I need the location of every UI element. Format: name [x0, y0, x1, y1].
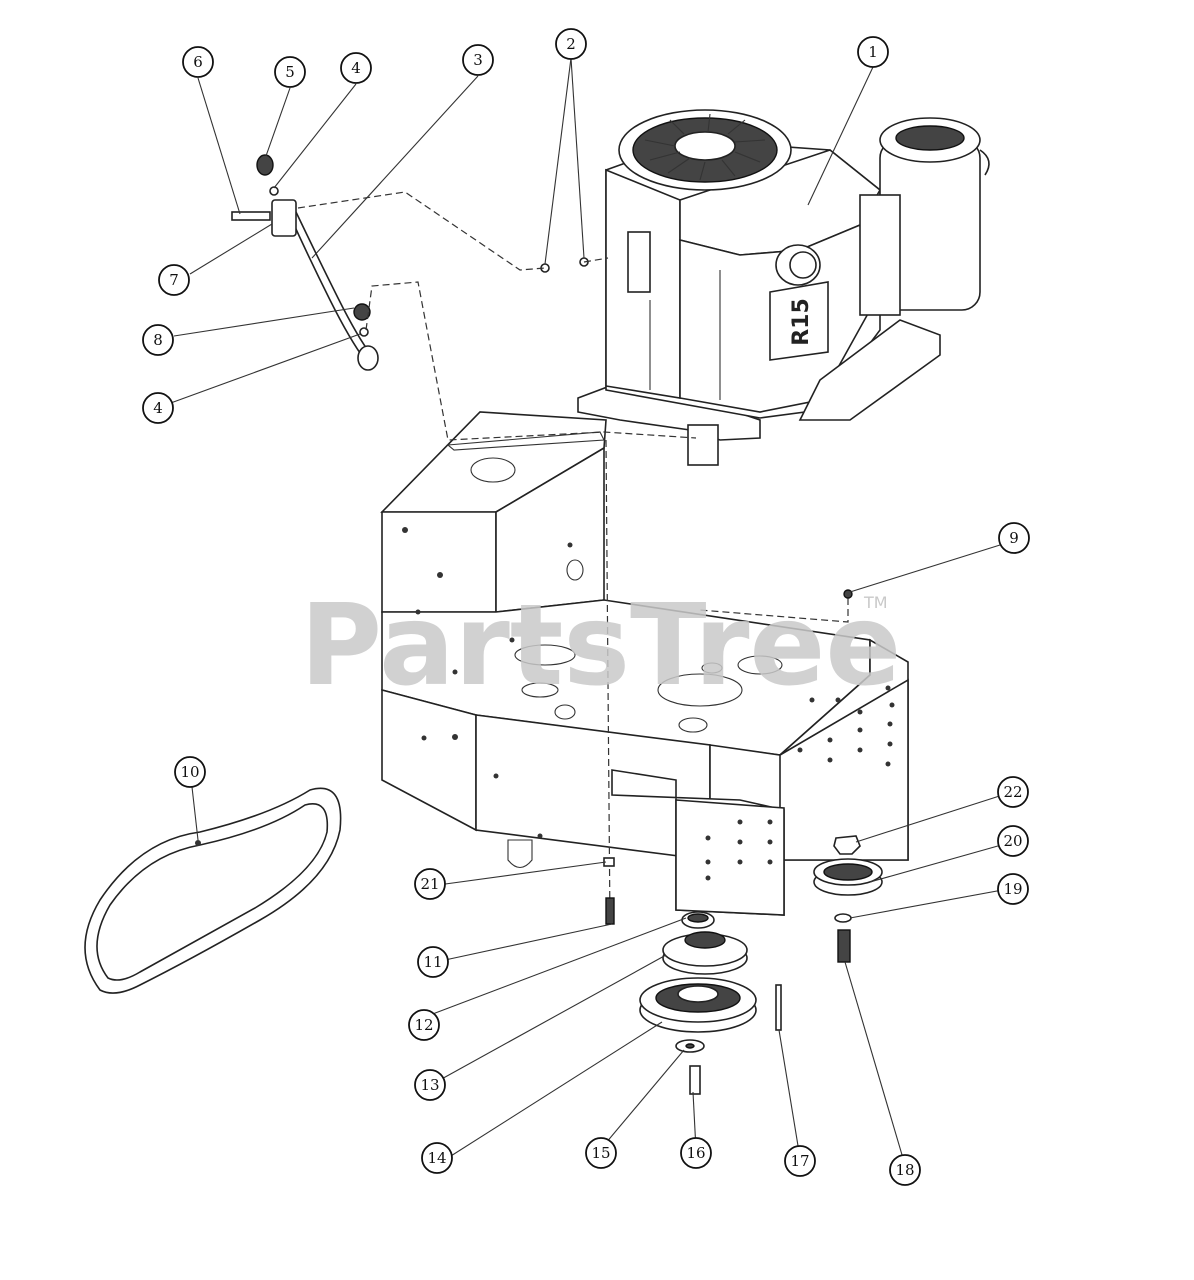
callout-circle [857, 36, 889, 68]
callout-4: 4 [142, 392, 174, 424]
callout-circle [555, 28, 587, 60]
callout-10: 10 [174, 756, 206, 788]
callout-number: 3 [473, 51, 483, 69]
callout-2: 2 [555, 28, 587, 60]
callout-4: 4 [340, 52, 372, 84]
callout-14: 14 [421, 1142, 453, 1174]
callout-16: 16 [680, 1137, 712, 1169]
callout-circle [414, 868, 446, 900]
callout-21: 21 [414, 868, 446, 900]
callout-number: 14 [427, 1149, 446, 1167]
watermark-trademark: TM [863, 593, 888, 612]
callout-8: 8 [142, 324, 174, 356]
callout-number: 13 [420, 1076, 439, 1094]
callout-number: 16 [686, 1144, 705, 1162]
throttle-linkage [231, 154, 589, 371]
callout-circle [408, 1009, 440, 1041]
callout-circle [784, 1145, 816, 1177]
callout-18: 18 [889, 1154, 921, 1186]
callout-22: 22 [997, 776, 1029, 808]
callout-circle [585, 1137, 617, 1169]
callout-circle [462, 44, 494, 76]
callout-17: 17 [784, 1145, 816, 1177]
callout-15: 15 [585, 1137, 617, 1169]
callout-circle [997, 825, 1029, 857]
callout-1: 1 [857, 36, 889, 68]
callout-number: 6 [193, 53, 203, 71]
callout-number: 9 [1009, 529, 1019, 547]
callout-number: 8 [153, 331, 163, 349]
watermark: PartsTree TM [300, 581, 901, 711]
callout-circle [997, 776, 1029, 808]
callout-number: 2 [566, 35, 576, 53]
callout-number: 15 [591, 1144, 610, 1162]
callout-circle [142, 324, 174, 356]
callout-11: 11 [417, 946, 449, 978]
leader-lines [167, 57, 1013, 1166]
callout-circle [421, 1142, 453, 1174]
callout-number: 19 [1003, 880, 1022, 898]
callout-circle [274, 56, 306, 88]
callout-circle [997, 873, 1029, 905]
callout-number: 5 [285, 63, 295, 81]
callout-5: 5 [274, 56, 306, 88]
callout-number: 4 [153, 399, 163, 417]
callout-circle [142, 392, 174, 424]
callout-number: 7 [169, 271, 179, 289]
callout-3: 3 [462, 44, 494, 76]
callout-9: 9 [998, 522, 1030, 554]
callout-number: 20 [1003, 832, 1022, 850]
callout-20: 20 [997, 825, 1029, 857]
callout-number: 18 [895, 1161, 914, 1179]
engine: R15 [577, 109, 990, 466]
callout-circle [680, 1137, 712, 1169]
callout-circle [889, 1154, 921, 1186]
callout-13: 13 [414, 1069, 446, 1101]
callout-number: 10 [180, 763, 199, 781]
watermark-text: PartsTree [300, 581, 901, 711]
callout-circle [174, 756, 206, 788]
callout-number: 12 [414, 1016, 433, 1034]
callout-19: 19 [997, 873, 1029, 905]
callout-circle [182, 46, 214, 78]
drive-belt [84, 787, 342, 994]
alignment-lines [297, 191, 849, 926]
callout-6: 6 [182, 46, 214, 78]
callout-number: 17 [790, 1152, 809, 1170]
callout-number: 4 [351, 59, 361, 77]
callout-circle [417, 946, 449, 978]
callout-circle [998, 522, 1030, 554]
frame-chassis [380, 411, 909, 916]
callout-number: 22 [1003, 783, 1022, 801]
callout-12: 12 [408, 1009, 440, 1041]
callout-number: 21 [420, 875, 439, 893]
engine-model-label: R15 [789, 298, 814, 346]
callout-circle [340, 52, 372, 84]
callout-circle [414, 1069, 446, 1101]
pulley-hardware [603, 589, 883, 1095]
callout-7: 7 [158, 264, 190, 296]
callout-number: 11 [423, 953, 442, 971]
callout-number: 1 [868, 43, 878, 61]
callout-circle [158, 264, 190, 296]
